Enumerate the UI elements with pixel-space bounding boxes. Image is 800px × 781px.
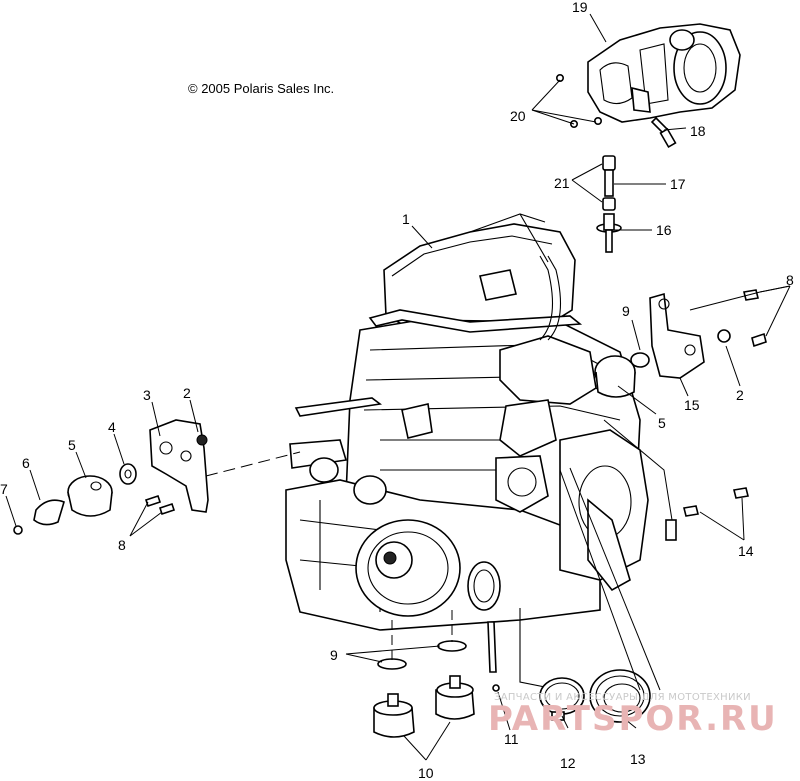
engine-assembly [285, 213, 649, 691]
callout-11: 11 [504, 731, 519, 747]
callout-9-bottom: 9 [330, 647, 338, 663]
callout-12: 12 [560, 755, 576, 771]
dipstick [492, 684, 500, 692]
callout-15: 15 [684, 397, 700, 413]
cable-line [559, 467, 661, 691]
left-mount-group [13, 419, 301, 535]
callout-2-right: 2 [736, 387, 744, 403]
throttle-sensor [650, 116, 677, 149]
watermark-tagline: ЗАПЧАСТИ И АКСЕССУАРЫ ДЛЯ МОТОТЕХНИКИ [494, 692, 751, 703]
copyright-notice: © 2005 Polaris Sales Inc. [188, 81, 334, 96]
hose-clamps [539, 669, 651, 723]
callout-2-left: 2 [183, 385, 191, 401]
right-mount-group [594, 289, 767, 398]
callout-16: 16 [656, 222, 672, 238]
callout-17: 17 [670, 176, 686, 192]
callout-5-right: 5 [658, 415, 666, 431]
callout-3: 3 [143, 387, 151, 403]
leader-lines [5, 13, 791, 761]
callout-4: 4 [108, 419, 116, 435]
bottom-mounts [373, 610, 475, 738]
throttle-body [587, 23, 741, 123]
watermark: ЗАПЧАСТИ И АКСЕССУАРЫ ДЛЯ МОТОТЕХНИКИ PA… [488, 692, 778, 739]
callout-14: 14 [738, 543, 754, 559]
callout-21: 21 [554, 175, 570, 191]
callout-8-left: 8 [118, 537, 126, 553]
callout-18: 18 [690, 123, 706, 139]
callout-20: 20 [510, 108, 526, 124]
watermark-logo: PARTSPOR.RU [488, 699, 778, 739]
spacer-stack [596, 155, 622, 253]
callout-10: 10 [418, 765, 434, 781]
callout-6: 6 [22, 455, 30, 471]
callout-7: 7 [0, 481, 8, 497]
hose-14 [603, 419, 749, 541]
callout-13: 13 [630, 751, 646, 767]
callout-8-right: 8 [786, 272, 794, 288]
throttle-screws [555, 74, 602, 129]
callout-1: 1 [402, 211, 410, 227]
callout-19: 19 [572, 0, 588, 15]
callout-5-left: 5 [68, 437, 76, 453]
callout-9-right: 9 [622, 303, 630, 319]
